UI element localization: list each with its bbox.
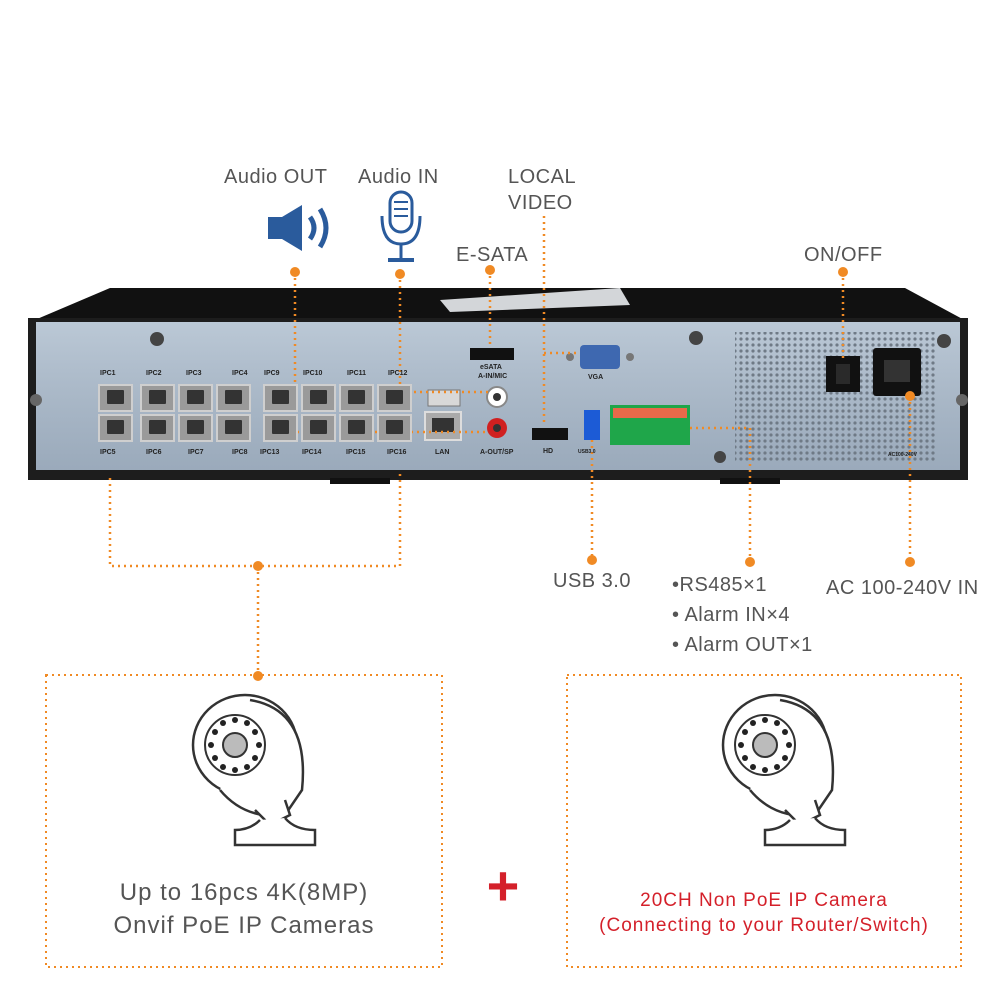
poe-camera-caption: Up to 16pcs 4K(8MP) Onvif PoE IP Cameras [46, 876, 442, 942]
hdmi-port [532, 428, 568, 440]
hd-label: HD [543, 448, 554, 455]
ipc-label: IPC8 [232, 449, 248, 456]
local-video-callout-line2: VIDEO [508, 192, 573, 214]
usb3-port [584, 410, 600, 440]
screw [714, 451, 726, 463]
ipc-label: IPC11 [347, 370, 367, 377]
ipc-label: IPC14 [302, 449, 322, 456]
connection-lines [108, 216, 912, 676]
ipc-label: IPC15 [346, 449, 366, 456]
screw [937, 334, 951, 348]
camera-icon [191, 693, 317, 847]
non-poe-camera-box [566, 674, 962, 968]
rj45-port [178, 414, 213, 442]
lan-label: LAN [435, 449, 450, 456]
ipc-label: IPC6 [146, 449, 162, 456]
alarm-out-callout: • Alarm OUT×1 [672, 634, 813, 656]
usb-label: USB3.0 [578, 449, 596, 455]
rj45-port [263, 414, 298, 442]
poe-camera-box [45, 674, 443, 968]
ipc-label: IPC5 [100, 449, 116, 456]
ipc-label: IPC2 [146, 370, 162, 377]
ipc-label: IPC1 [100, 370, 116, 377]
rj45-port [301, 414, 336, 442]
rj45-port [178, 384, 213, 412]
rs485-callout: •RS485×1 [672, 574, 767, 596]
plus-sign: + [487, 854, 520, 917]
audio-out-callout: Audio OUT [224, 166, 328, 188]
poe-camera-caption-line1: Up to 16pcs 4K(8MP) [119, 879, 369, 906]
rj45-port [140, 384, 175, 412]
rj45-port [377, 414, 412, 442]
ipc-label: IPC13 [260, 449, 280, 456]
audio-out-label: A-OUT/SP [480, 449, 514, 456]
rj45-port [339, 414, 374, 442]
audio-in-callout: Audio IN [358, 166, 439, 188]
ac-input-callout: AC 100-240V IN [826, 577, 979, 599]
rj45-port [140, 414, 175, 442]
speaker-icon [268, 205, 329, 251]
local-video-callout-line1: LOCAL [508, 166, 577, 188]
poe-camera-caption-line2: Onvif PoE IP Cameras [113, 912, 375, 939]
ipc-label: IPC4 [232, 370, 248, 377]
ipc-label: IPC3 [186, 370, 202, 377]
ipc-label: IPC12 [388, 370, 408, 377]
alarm-in-callout: • Alarm IN×4 [672, 604, 791, 626]
rj45-port [301, 384, 336, 412]
screw [689, 331, 703, 345]
rj45-port [377, 384, 412, 412]
esata-port [470, 348, 514, 360]
audio-in-label: A-IN/MIC [478, 373, 508, 380]
non-poe-camera-caption-line1: 20CH Non PoE IP Camera [640, 890, 888, 911]
rj45-port [216, 414, 251, 442]
ipc-label: IPC10 [303, 370, 323, 377]
microphone-icon [380, 190, 422, 262]
vga-port [580, 345, 620, 369]
non-poe-camera-caption: 20CH Non PoE IP Camera (Connecting to yo… [567, 888, 961, 938]
non-poe-camera-caption-line2: (Connecting to your Router/Switch) [599, 915, 929, 936]
esata-label: eSATA [480, 364, 502, 371]
rj45-port [98, 414, 133, 442]
rj45-port [216, 384, 251, 412]
ac-label: AC100-240V [888, 452, 917, 458]
ipc-label: IPC9 [264, 370, 280, 377]
ipc-label: IPC16 [387, 449, 407, 456]
rj45-port [339, 384, 374, 412]
usb-callout: USB 3.0 [553, 570, 631, 592]
rj45-port [263, 384, 298, 412]
vga-label: VGA [588, 374, 604, 381]
rj45-port [98, 384, 133, 412]
ipc-label: IPC7 [188, 449, 204, 456]
esata-callout: E-SATA [456, 244, 529, 266]
screw [150, 332, 164, 346]
on-off-callout: ON/OFF [804, 244, 883, 266]
